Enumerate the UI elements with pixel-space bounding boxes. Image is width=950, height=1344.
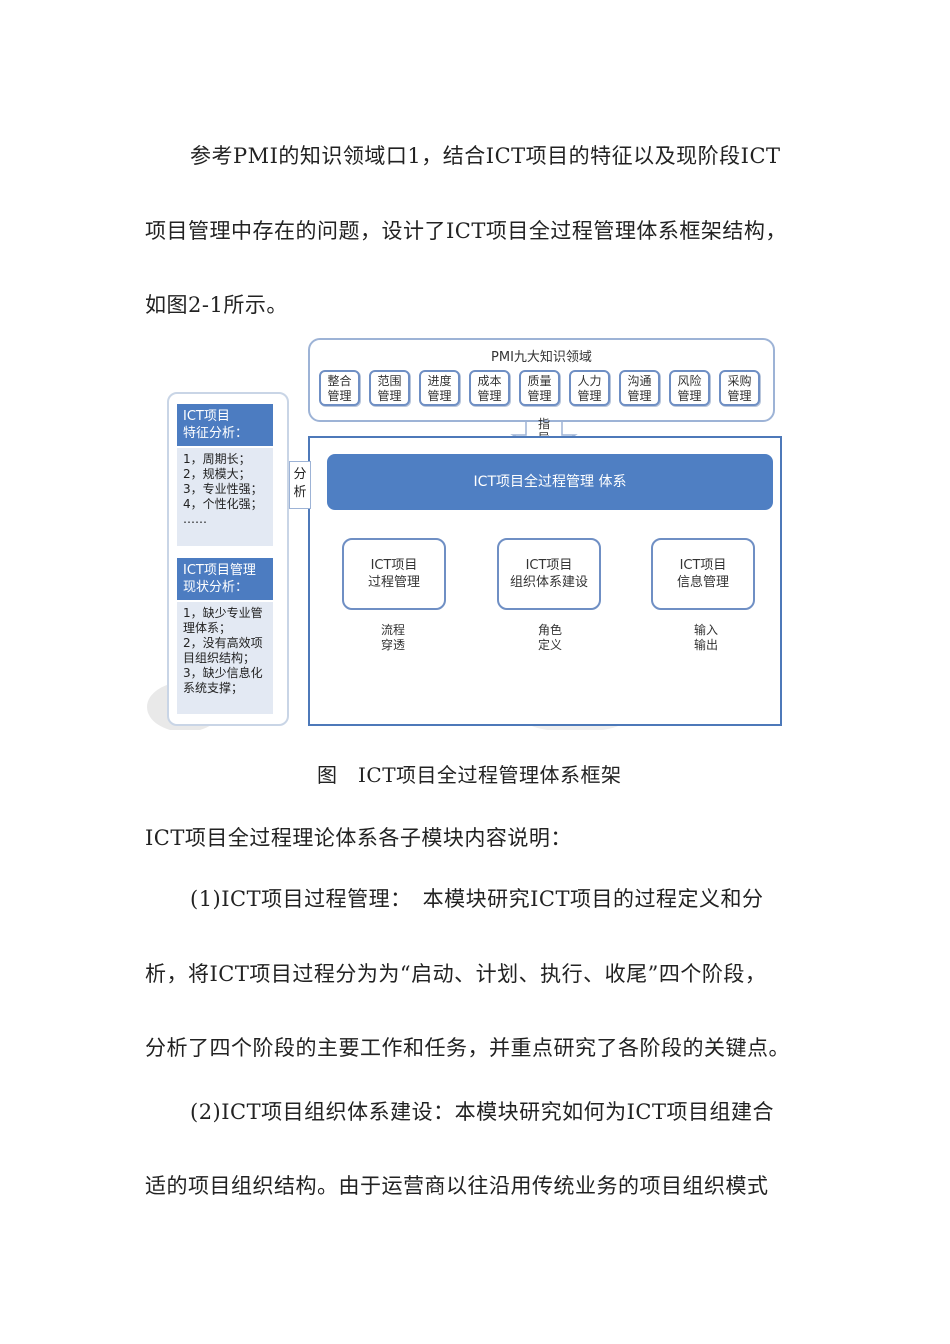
ka-line-2: 管理 (527, 389, 552, 403)
guide-line-1: 指 (537, 417, 550, 431)
module-information-management: ICT项目信息管理 (651, 538, 755, 610)
ka-line-2: 管理 (377, 389, 402, 403)
status-item: 3，缺少信息化 (183, 666, 263, 680)
ka-line-1: 人力 (577, 374, 602, 388)
analyze-line-1: 分 (293, 467, 307, 482)
framework-banner: ICT项目全过程管理 体系 (327, 454, 773, 510)
knowledge-area-scope: 范围管理 (369, 370, 410, 406)
flow-label-line-1: 角色 (537, 623, 562, 637)
status-item: 理体系； (183, 621, 232, 635)
knowledge-area-hr: 人力管理 (569, 370, 610, 406)
ka-line-2: 管理 (677, 389, 702, 403)
knowledge-area-communication: 沟通管理 (619, 370, 660, 406)
ipms-label: ICT 项目信息化管理系统（IPMS） (418, 669, 638, 684)
module-process-management: ICT项目过程管理 (342, 538, 446, 610)
knowledge-area-procurement: 采购管理 (719, 370, 760, 406)
paragraph-1-line-2: 项目管理中存在的问题，设计了ICT项目全过程管理体系框架结构， (145, 219, 787, 243)
knowledge-area-integration: 整合管理 (319, 370, 360, 406)
feature-item: 3，专业性强； (183, 482, 263, 496)
module-line-1: ICT项目 (679, 558, 727, 573)
flow-label-line-2: 定义 (537, 638, 562, 652)
framework-figure: ICT项目 特征分析： 1，周期长； 2，规模大； 3，专业性强； 4，个性化强… (145, 335, 805, 730)
status-item: 目组织结构； (183, 651, 256, 665)
analyze-line-2: 析 (293, 485, 307, 500)
analyze-label: 分析 (289, 461, 311, 509)
flow-label-line-2: 输出 (693, 638, 718, 652)
ka-line-1: 采购 (727, 374, 752, 388)
feature-list: 1，周期长； 2，规模大； 3，专业性强； 4，个性化强； …… (177, 448, 273, 546)
flow-label-line-1: 输入 (693, 623, 718, 637)
ka-line-1: 质量 (527, 374, 552, 388)
module-line-2: 组织体系建设 (509, 575, 588, 590)
pmi-knowledge-areas-box: PMI九大知识领域 整合管理 范围管理 进度管理 成本管理 质量管理 人力管理 … (308, 338, 775, 422)
status-item: 1，缺少专业管 (183, 606, 263, 620)
status-head-line-1: ICT项目管理 (183, 563, 256, 578)
module-1-line-2: 析，将ICT项目过程分为为“启动、计划、执行、收尾”四个阶段， (145, 962, 767, 986)
flow-label-io: 输入输出 (691, 623, 721, 653)
module-line-2: 信息管理 (676, 575, 729, 590)
ka-line-1: 范围 (377, 374, 402, 388)
status-analysis-heading: ICT项目管理 现状分析： (177, 558, 273, 600)
feature-item: 1，周期长； (183, 452, 251, 466)
ka-line-1: 整合 (327, 374, 352, 388)
status-list: 1，缺少专业管 理体系； 2，没有高效项 目组织结构； 3，缺少信息化 系统支撑… (177, 602, 273, 714)
feature-head-line-2: 特征分析： (183, 426, 249, 441)
ka-line-2: 管理 (627, 389, 652, 403)
ka-line-1: 进度 (427, 374, 452, 388)
flow-label-line-1: 流程 (380, 623, 405, 637)
module-organization-building: ICT项目组织体系建设 (497, 538, 601, 610)
flow-label-process: 流程穿透 (378, 623, 408, 653)
flow-label-role: 角色定义 (535, 623, 565, 653)
ka-line-2: 管理 (727, 389, 752, 403)
ka-line-2: 管理 (577, 389, 602, 403)
ka-line-2: 管理 (477, 389, 502, 403)
knowledge-area-schedule: 进度管理 (419, 370, 460, 406)
module-1-line-3: 分析了四个阶段的主要工作和任务，并重点研究了各阶段的关键点。 (145, 1036, 790, 1060)
knowledge-area-risk: 风险管理 (669, 370, 710, 406)
feature-item: 2，规模大； (183, 467, 251, 481)
feature-analysis-heading: ICT项目 特征分析： (177, 404, 273, 446)
ka-line-1: 成本 (477, 374, 502, 388)
modules-intro: ICT项目全过程理论体系各子模块内容说明： (145, 826, 572, 850)
ka-line-1: 沟通 (627, 374, 652, 388)
module-2-line-1: (2)ICT项目组织体系建设：本模块研究如何为ICT项目组建合 (190, 1100, 774, 1124)
module-2-line-2: 适的项目组织结构。由于运营商以往沿用传统业务的项目组织模式 (145, 1174, 769, 1198)
status-head-line-2: 现状分析： (183, 580, 249, 595)
knowledge-area-cost: 成本管理 (469, 370, 510, 406)
paragraph-1-line-1: 参考PMI的知识领域口1，结合ICT项目的特征以及现阶段ICT (190, 144, 781, 168)
feature-head-line-1: ICT项目 (183, 409, 230, 424)
ka-line-1: 风险 (677, 374, 702, 388)
analysis-panel: ICT项目 特征分析： 1，周期长； 2，规模大； 3，专业性强； 4，个性化强… (167, 392, 289, 726)
feature-item: …… (183, 512, 207, 526)
ka-line-2: 管理 (327, 389, 352, 403)
ka-line-2: 管理 (427, 389, 452, 403)
figure-caption: 图 ICT项目全过程管理体系框架 (317, 763, 622, 787)
pmi-title: PMI九大知识领域 (491, 350, 592, 365)
feature-item: 4，个性化强； (183, 497, 263, 511)
module-line-1: ICT项目 (370, 558, 418, 573)
module-1-line-1: (1)ICT项目过程管理： 本模块研究ICT项目的过程定义和分 (190, 887, 764, 911)
status-item: 2，没有高效项 (183, 636, 263, 650)
module-line-1: ICT项目 (525, 558, 573, 573)
knowledge-area-quality: 质量管理 (519, 370, 560, 406)
paragraph-1-line-3: 如图2-1所示。 (145, 293, 288, 317)
status-item: 系统支撑； (183, 681, 244, 695)
framework-main-box: ICT项目全过程管理 体系 ICT项目过程管理 ICT项目组织体系建设 ICT项… (308, 436, 782, 726)
module-line-2: 过程管理 (367, 575, 420, 590)
flow-label-line-2: 穿透 (380, 638, 405, 652)
